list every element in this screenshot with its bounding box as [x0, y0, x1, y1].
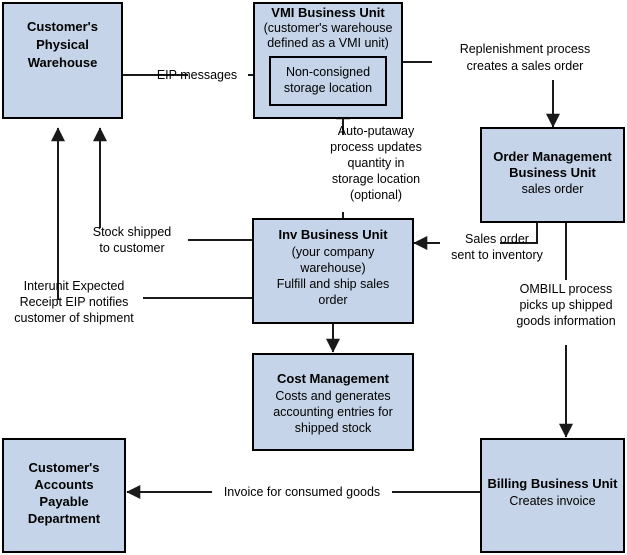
- node-order-management-business-unit[interactable]: Order Management Business Unit sales ord…: [480, 127, 625, 223]
- cost-management-sub1: Costs and generates: [275, 389, 390, 403]
- non-consigned-storage-line2: storage location: [284, 81, 372, 95]
- billing-business-unit-sub1: Creates invoice: [509, 494, 595, 508]
- edge-label-stockshipped-line1: Stock shipped: [93, 225, 172, 239]
- vmi-business-unit-sub2: defined as a VMI unit): [267, 36, 389, 50]
- customer-physical-warehouse-box[interactable]: [2, 2, 123, 119]
- customer-ap-line1: Customer's: [29, 460, 100, 475]
- edge-label-replenishment-line2: creates a sales order: [467, 59, 584, 73]
- non-consigned-storage-line1: Non-consigned: [286, 65, 370, 79]
- edge-label-autoputaway-line1: Auto-putaway: [338, 124, 415, 138]
- edge-label-salesorder-line1: Sales order: [465, 232, 529, 246]
- edge-label-autoputaway-line3: quantity in: [348, 156, 405, 170]
- node-inv-business-unit[interactable]: Inv Business Unit (your company warehous…: [252, 218, 414, 324]
- order-management-business-unit-box[interactable]: [480, 127, 625, 223]
- node-billing-business-unit[interactable]: Billing Business Unit Creates invoice: [480, 438, 625, 553]
- edge-label-interunit-line3: customer of shipment: [14, 311, 134, 325]
- inv-business-unit-box[interactable]: [252, 218, 414, 324]
- inv-business-unit-title: Inv Business Unit: [278, 227, 388, 242]
- node-cost-management[interactable]: Cost Management Costs and generates acco…: [252, 353, 414, 451]
- edge-label-autoputaway-line5: (optional): [350, 188, 402, 202]
- edge-salesorder-stub: [500, 222, 538, 244]
- customer-physical-warehouse-line2: Physical: [36, 37, 89, 52]
- cost-management-title: Cost Management: [277, 371, 390, 386]
- cost-management-box[interactable]: [252, 353, 414, 451]
- customer-ap-line2: Accounts: [34, 477, 93, 492]
- edge-label-interunit-line1: Interunit Expected: [24, 279, 125, 293]
- edge-label-ombill-line2: picks up shipped: [519, 298, 612, 312]
- order-management-title1: Order Management: [493, 149, 612, 164]
- billing-business-unit-box[interactable]: [480, 438, 625, 553]
- vmi-business-unit-title: VMI Business Unit: [271, 5, 385, 20]
- node-customer-physical-warehouse[interactable]: Customer's Physical Warehouse: [2, 2, 123, 119]
- edge-label-autoputaway-line4: storage location: [332, 172, 420, 186]
- customer-ap-line4: Department: [28, 511, 101, 526]
- customer-physical-warehouse-line1: Customer's: [27, 19, 98, 34]
- order-management-sub1: sales order: [522, 182, 584, 196]
- inv-business-unit-sub3: Fulfill and ship sales: [277, 277, 390, 291]
- edge-label-stockshipped-line2: to customer: [99, 241, 164, 255]
- cost-management-sub3: shipped stock: [295, 421, 372, 435]
- edge-label-replenishment-line1: Replenishment process: [460, 42, 591, 56]
- inv-business-unit-sub4: order: [318, 293, 347, 307]
- customer-physical-warehouse-line3: Warehouse: [28, 55, 98, 70]
- inv-business-unit-sub2: warehouse): [299, 261, 365, 275]
- edge-label-ombill-line1: OMBILL process: [520, 282, 613, 296]
- edge-label-invoice: Invoice for consumed goods: [224, 485, 380, 499]
- non-consigned-storage-location-box[interactable]: [269, 56, 387, 106]
- order-management-title2: Business Unit: [509, 165, 596, 180]
- cost-management-sub2: accounting entries for: [273, 405, 393, 419]
- node-customer-accounts-payable-department[interactable]: Customer's Accounts Payable Department: [2, 438, 126, 553]
- edge-label-interunit-line2: Receipt EIP notifies: [20, 295, 129, 309]
- inv-business-unit-sub1: (your company: [292, 245, 375, 259]
- billing-business-unit-title: Billing Business Unit: [487, 476, 618, 491]
- vmi-business-unit-sub1: (customer's warehouse: [264, 21, 393, 35]
- edge-label-autoputaway-line2: process updates: [330, 140, 422, 154]
- edge-label-ombill-line3: goods information: [516, 314, 615, 328]
- customer-ap-line3: Payable: [39, 494, 88, 509]
- node-vmi-business-unit[interactable]: VMI Business Unit (customer's warehouse …: [253, 2, 403, 119]
- customer-ap-department-box[interactable]: [2, 438, 126, 553]
- edge-label-eip-messages: EIP messages: [157, 68, 237, 82]
- edge-label-salesorder-line2: sent to inventory: [451, 248, 543, 262]
